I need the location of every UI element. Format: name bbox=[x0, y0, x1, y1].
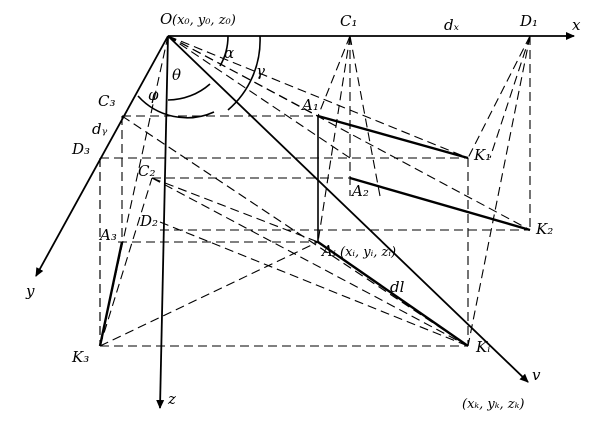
arc-theta bbox=[167, 83, 211, 101]
label-k-coords: (xₖ, yₖ, zₖ) bbox=[462, 397, 524, 412]
diag-k3-ki-2 bbox=[99, 241, 319, 347]
v-axis bbox=[167, 35, 529, 383]
label-a2: A₂ bbox=[350, 182, 369, 200]
diag-d1-k1b bbox=[489, 35, 531, 159]
arc-gamma bbox=[227, 35, 261, 111]
label-dl: dl bbox=[390, 278, 405, 296]
diag-c1-a1 bbox=[317, 35, 351, 117]
diag-c1-a2 bbox=[317, 35, 351, 243]
segment-a2-k2 bbox=[349, 176, 531, 232]
label-ai: Aᵢ bbox=[320, 242, 336, 260]
y-axis bbox=[35, 35, 169, 277]
label-d1: D₁ bbox=[519, 12, 538, 30]
label-d3: D₃ bbox=[71, 140, 90, 158]
label-x-axis: x bbox=[572, 16, 581, 34]
label-v-axis: v bbox=[532, 366, 541, 384]
label-k1: K₁ bbox=[473, 146, 491, 164]
label-a3: A₃ bbox=[98, 226, 117, 244]
ray-c2-ki bbox=[151, 177, 469, 347]
label-y-axis: y bbox=[25, 282, 35, 300]
diag-d1-k1 bbox=[467, 35, 531, 159]
label-c3: C₃ bbox=[98, 92, 116, 110]
label-c1: C₁ bbox=[340, 12, 358, 30]
ray-o-a2 bbox=[167, 35, 351, 159]
diag-d1-ki bbox=[467, 35, 531, 347]
label-origin-coords: (x₀, y₀, z₀) bbox=[172, 13, 236, 28]
label-c2: C₂ bbox=[138, 162, 156, 180]
segment-a1-k1 bbox=[317, 114, 469, 160]
segment-ai-ki bbox=[317, 241, 469, 347]
label-alpha: α bbox=[224, 44, 234, 62]
arc-phi bbox=[137, 95, 215, 119]
label-dy: dᵧ bbox=[92, 120, 108, 138]
label-dx: dₓ bbox=[444, 16, 460, 34]
label-k2: K₂ bbox=[535, 220, 553, 238]
ray-o-k2 bbox=[167, 35, 531, 231]
label-theta: θ bbox=[172, 66, 181, 84]
ray-o-k3 bbox=[99, 35, 169, 347]
label-k3: K₃ bbox=[71, 348, 89, 366]
label-gamma: γ bbox=[256, 62, 265, 80]
label-z-axis: z bbox=[167, 390, 176, 408]
ray-c3-ki bbox=[121, 115, 469, 347]
label-ai-coords: (xᵢ, yᵢ, zᵢ) bbox=[340, 245, 396, 260]
diag-c2-ai bbox=[151, 177, 319, 243]
label-a1: A₁ bbox=[300, 96, 319, 114]
label-ki: Kᵢ bbox=[475, 338, 490, 356]
diag-d3-k3b bbox=[99, 177, 153, 347]
label-origin: O bbox=[160, 10, 172, 28]
segment-a3-k3 bbox=[98, 241, 124, 347]
label-d2: D₂ bbox=[139, 212, 158, 230]
label-phi: φ bbox=[148, 86, 159, 104]
arc-alpha bbox=[219, 35, 229, 67]
ray-o-k1 bbox=[167, 35, 469, 159]
